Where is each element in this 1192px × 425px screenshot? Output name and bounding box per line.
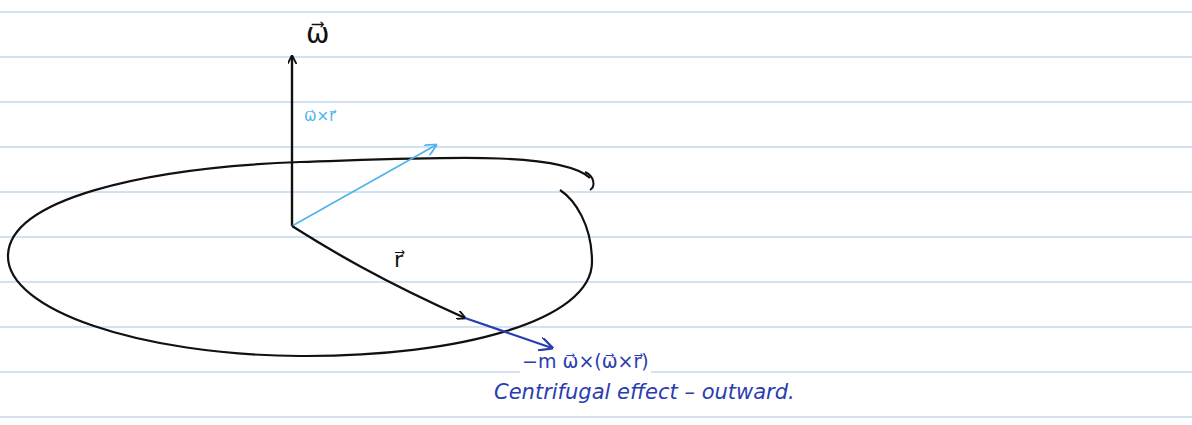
- force-expression: −m ω⃗×(ω⃗×r⃗): [520, 351, 651, 373]
- r-vector: [292, 226, 465, 318]
- omega-cross-r-label: ω⃗×r⃗: [302, 108, 337, 125]
- omega-label: ω⃗: [304, 18, 331, 50]
- omega-cross-r-arrow: [292, 145, 436, 226]
- omega-axis: [291, 56, 293, 226]
- ruled-lines: [0, 12, 1192, 417]
- centrifugal-note: Centrifugal effect – outward.: [492, 380, 797, 404]
- rotating-disk: [8, 158, 592, 356]
- r-label: r⃗: [392, 247, 405, 272]
- disk-curl: [585, 172, 593, 190]
- centrifugal-arrow: [465, 318, 552, 348]
